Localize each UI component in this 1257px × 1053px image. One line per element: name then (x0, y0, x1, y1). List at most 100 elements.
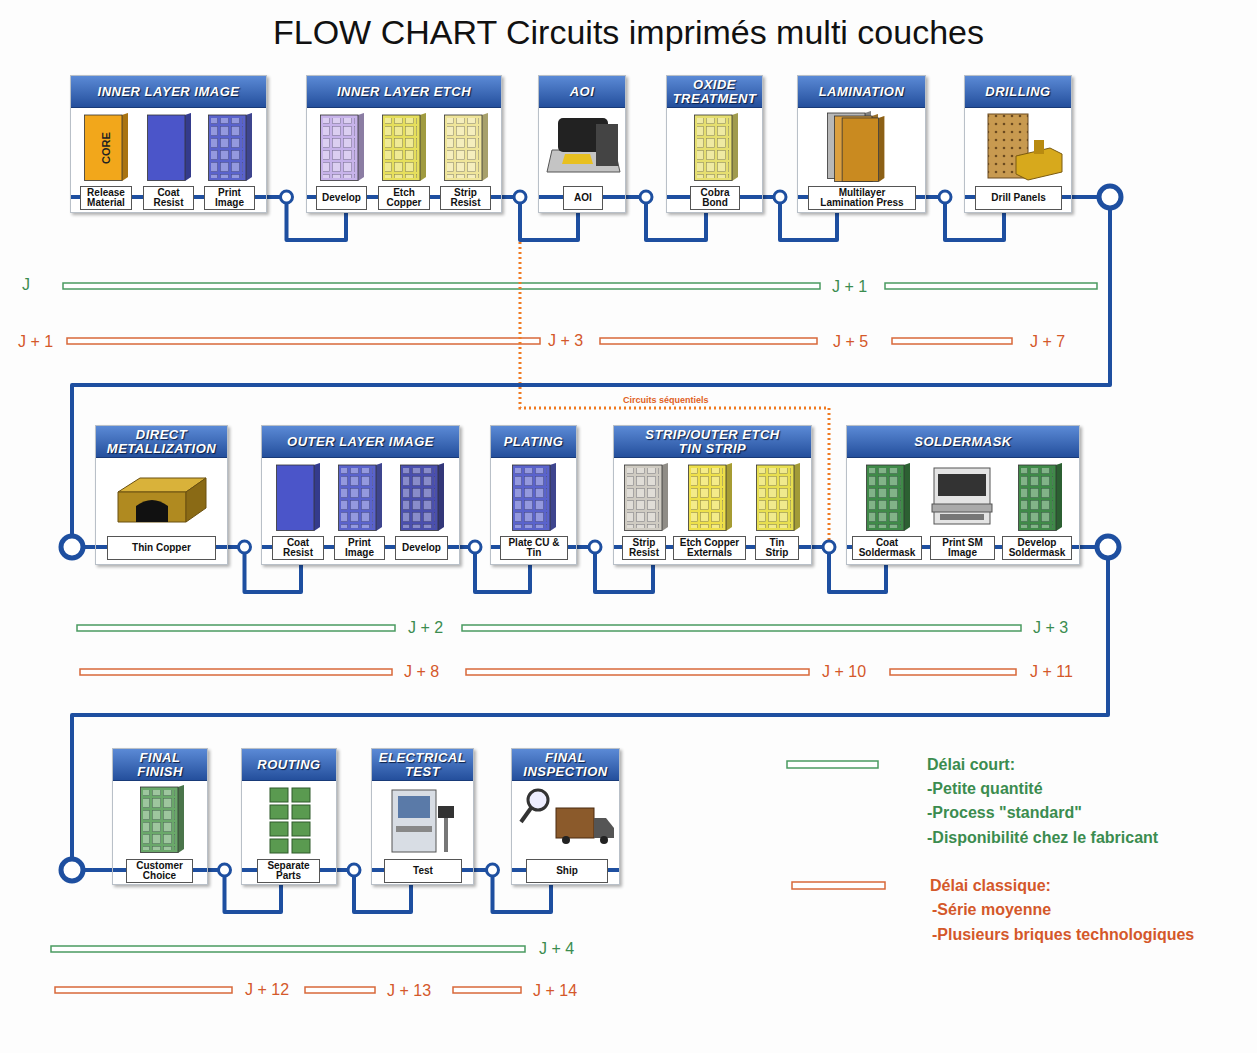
legend-note: -Série moyenne (932, 901, 1051, 919)
step-box: Develop (395, 536, 448, 560)
step-box: Tin Strip (755, 536, 799, 560)
junction-dot (939, 191, 951, 203)
header-band: AOI (539, 76, 625, 108)
stage-box: ROUTING Separate Parts (241, 748, 337, 885)
stage-box: FINAL INSPECTIONShip (511, 748, 620, 885)
stage-heading: STRIP/OUTER ETCH TIN STRIP (643, 428, 783, 456)
step-label: Test (387, 866, 459, 876)
day-marker: J + 14 (533, 982, 577, 1000)
day-marker: J + 4 (539, 940, 574, 958)
panel-illustrations (277, 463, 1063, 531)
stage-box: SOLDERMASKCoat SoldermaskPrint SM ImageD… (846, 425, 1080, 565)
panel-illustrations (85, 111, 885, 182)
day-marker: J + 12 (245, 981, 289, 999)
stage-box: ELECTRICAL TEST Test (371, 748, 474, 885)
header-band: ELECTRICAL TEST (372, 749, 473, 781)
stage-heading: AOI (570, 85, 595, 99)
stage-box: INNER LAYER IMAGERelease MaterialCoat Re… (70, 75, 267, 213)
stage-box: PLATING Plate CU & Tin (490, 425, 577, 565)
stage-box: STRIP/OUTER ETCH TIN STRIPStrip ResistEt… (613, 425, 812, 565)
step-box: Etch Copper (378, 186, 430, 210)
sequence-note: Circuits séquentiels (621, 395, 711, 405)
legend-text: Délai classique: (930, 877, 1051, 895)
junction-dot (774, 191, 786, 203)
stage-box: OXIDE TREATMENT Cobra Bond (666, 75, 763, 213)
junction-dot (1099, 186, 1121, 208)
inspection-ship (521, 790, 614, 844)
step-box: Cobra Bond (690, 186, 740, 210)
step-label: Develop (398, 543, 445, 553)
step-label: Strip Resist (443, 188, 488, 208)
day-marker: J + 7 (1030, 333, 1065, 351)
header-band: DIRECT METALLIZATION (96, 426, 227, 458)
step-label: AOI (566, 193, 600, 203)
stage-box: AOI AOI (538, 75, 626, 213)
step-box: Print SM Image (930, 536, 995, 560)
step-label: Print SM Image (933, 538, 992, 558)
day-marker: J + 5 (833, 333, 868, 351)
exposure-machine (932, 468, 992, 524)
step-label: Tin Strip (758, 538, 796, 558)
stage-heading: OUTER LAYER IMAGE (287, 435, 434, 449)
junction-dot (469, 541, 481, 553)
step-box: Separate Parts (257, 859, 320, 883)
thin-copper-block (118, 478, 206, 522)
step-label: Cobra Bond (693, 188, 737, 208)
legend-note: -Disponibilité chez le fabricant (927, 829, 1158, 847)
step-label: Strip Resist (625, 538, 663, 558)
day-marker: J + 11 (1030, 663, 1073, 681)
step-box: Coat Resist (143, 186, 194, 210)
stage-heading: DIRECT METALLIZATION (99, 428, 224, 456)
junction-dot (589, 541, 601, 553)
header-band: LAMINATION (798, 76, 925, 108)
day-marker: J + 3 (1033, 619, 1068, 637)
day-marker: J + 1 (18, 333, 53, 351)
step-label: Etch Copper (381, 188, 427, 208)
aoi-machine (547, 118, 620, 172)
chart-title: FLOW CHART Circuits imprimés multi couch… (0, 12, 1257, 52)
stage-heading: FINAL INSPECTION (515, 751, 616, 779)
step-label: Print Image (337, 538, 382, 558)
stage-box: FINAL FINISHCustomer Choice (112, 748, 208, 885)
step-label: Develop Soldermask (1005, 538, 1069, 558)
step-label: Drill Panels (978, 193, 1059, 203)
header-band: ROUTING (242, 749, 336, 781)
junction-dot (219, 864, 231, 876)
step-label: Plate CU & Tin (503, 538, 565, 558)
stage-heading: DRILLING (985, 85, 1050, 99)
junction-dot (487, 864, 499, 876)
step-box: Strip Resist (440, 186, 491, 210)
day-marker: J + 8 (404, 663, 439, 681)
stage-grounds (70, 75, 1080, 885)
step-box: Thin Copper (107, 536, 216, 560)
header-band: PLATING (491, 426, 576, 458)
drill-illustration (988, 114, 1062, 180)
stage-heading: PLATING (504, 435, 564, 449)
header-band: OUTER LAYER IMAGE (262, 426, 459, 458)
stage-box: OUTER LAYER IMAGECoat ResistPrint ImageD… (261, 425, 460, 565)
step-box: Develop Soldermask (1002, 536, 1072, 560)
panel-illustration (141, 785, 185, 853)
day-marker: J + 10 (822, 663, 866, 681)
day-marker: J (22, 276, 30, 294)
step-label: Coat Resist (146, 188, 191, 208)
junction-dot (61, 859, 83, 881)
day-marker: J + 1 (832, 278, 867, 296)
step-box: Strip Resist (622, 536, 666, 560)
header-band: STRIP/OUTER ETCH TIN STRIP (614, 426, 811, 458)
tester-machine (392, 790, 454, 852)
junction-dot (348, 864, 360, 876)
core-label: CORE (97, 132, 115, 164)
header-band: SOLDERMASK (847, 426, 1079, 458)
step-label: Develop (319, 193, 364, 203)
step-label: Multilayer Lamination Press (811, 188, 913, 208)
legend-text: Délai court: (927, 756, 1015, 774)
step-box: Print Image (204, 186, 255, 210)
stage-heading: SOLDERMASK (914, 435, 1011, 449)
legend-note: -Petite quantité (927, 780, 1043, 798)
step-box: Release Material (80, 186, 132, 210)
stage-heading: OXIDE TREATMENT (670, 78, 759, 106)
